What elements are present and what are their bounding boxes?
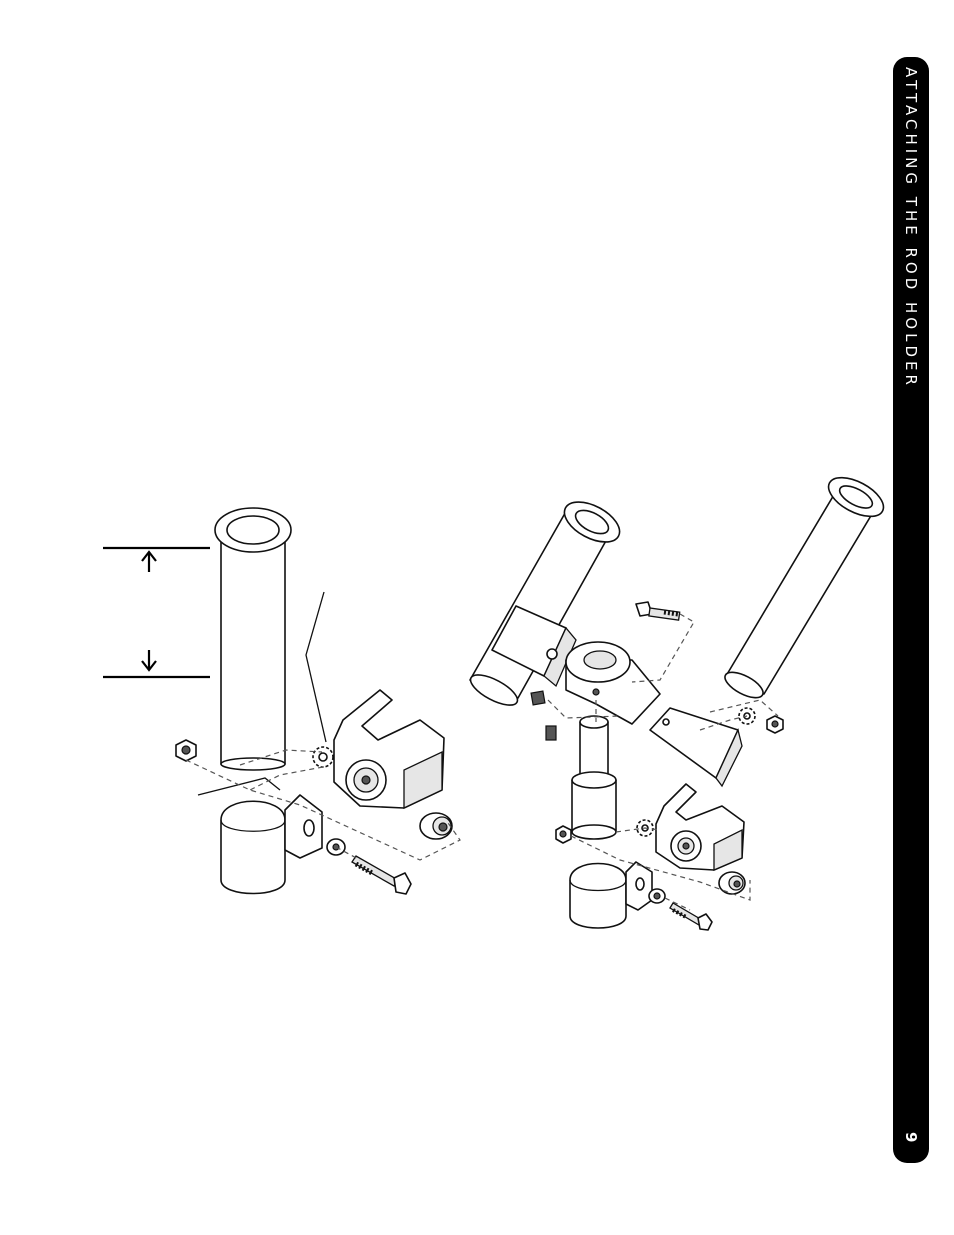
- up-arrow-icon: [142, 552, 156, 572]
- rod-tube: [721, 470, 889, 703]
- hex-nut: [176, 740, 196, 761]
- right-assembly: [466, 470, 889, 930]
- left-assembly: [103, 508, 460, 894]
- hex-bolt: [670, 903, 712, 930]
- star-washer: [313, 747, 333, 767]
- yoke-hub: [566, 642, 660, 724]
- flat-washer: [649, 889, 665, 903]
- mounting-bracket: [656, 784, 744, 870]
- hex-bolt: [352, 856, 411, 894]
- set-screw: [546, 726, 556, 740]
- down-arrow-icon: [142, 650, 156, 670]
- tube-clamp: [570, 862, 652, 928]
- mounting-bracket: [334, 690, 444, 808]
- tube-block: [650, 708, 742, 786]
- section-side-tab: ATTACHING THE ROD HOLDER 9: [893, 57, 929, 1163]
- knurled-knob: [420, 813, 452, 839]
- tube-clamp: [221, 795, 322, 894]
- callout-line: [306, 592, 326, 742]
- hex-nut: [556, 826, 571, 843]
- page-number: 9: [893, 1122, 929, 1152]
- hex-bolt: [636, 602, 680, 620]
- rod-tube: [215, 508, 291, 770]
- hex-nut: [767, 716, 783, 733]
- mount-post: [572, 716, 616, 839]
- set-screw: [531, 691, 545, 705]
- exploded-assembly-diagram: [95, 470, 895, 950]
- section-title: ATTACHING THE ROD HOLDER: [893, 67, 929, 427]
